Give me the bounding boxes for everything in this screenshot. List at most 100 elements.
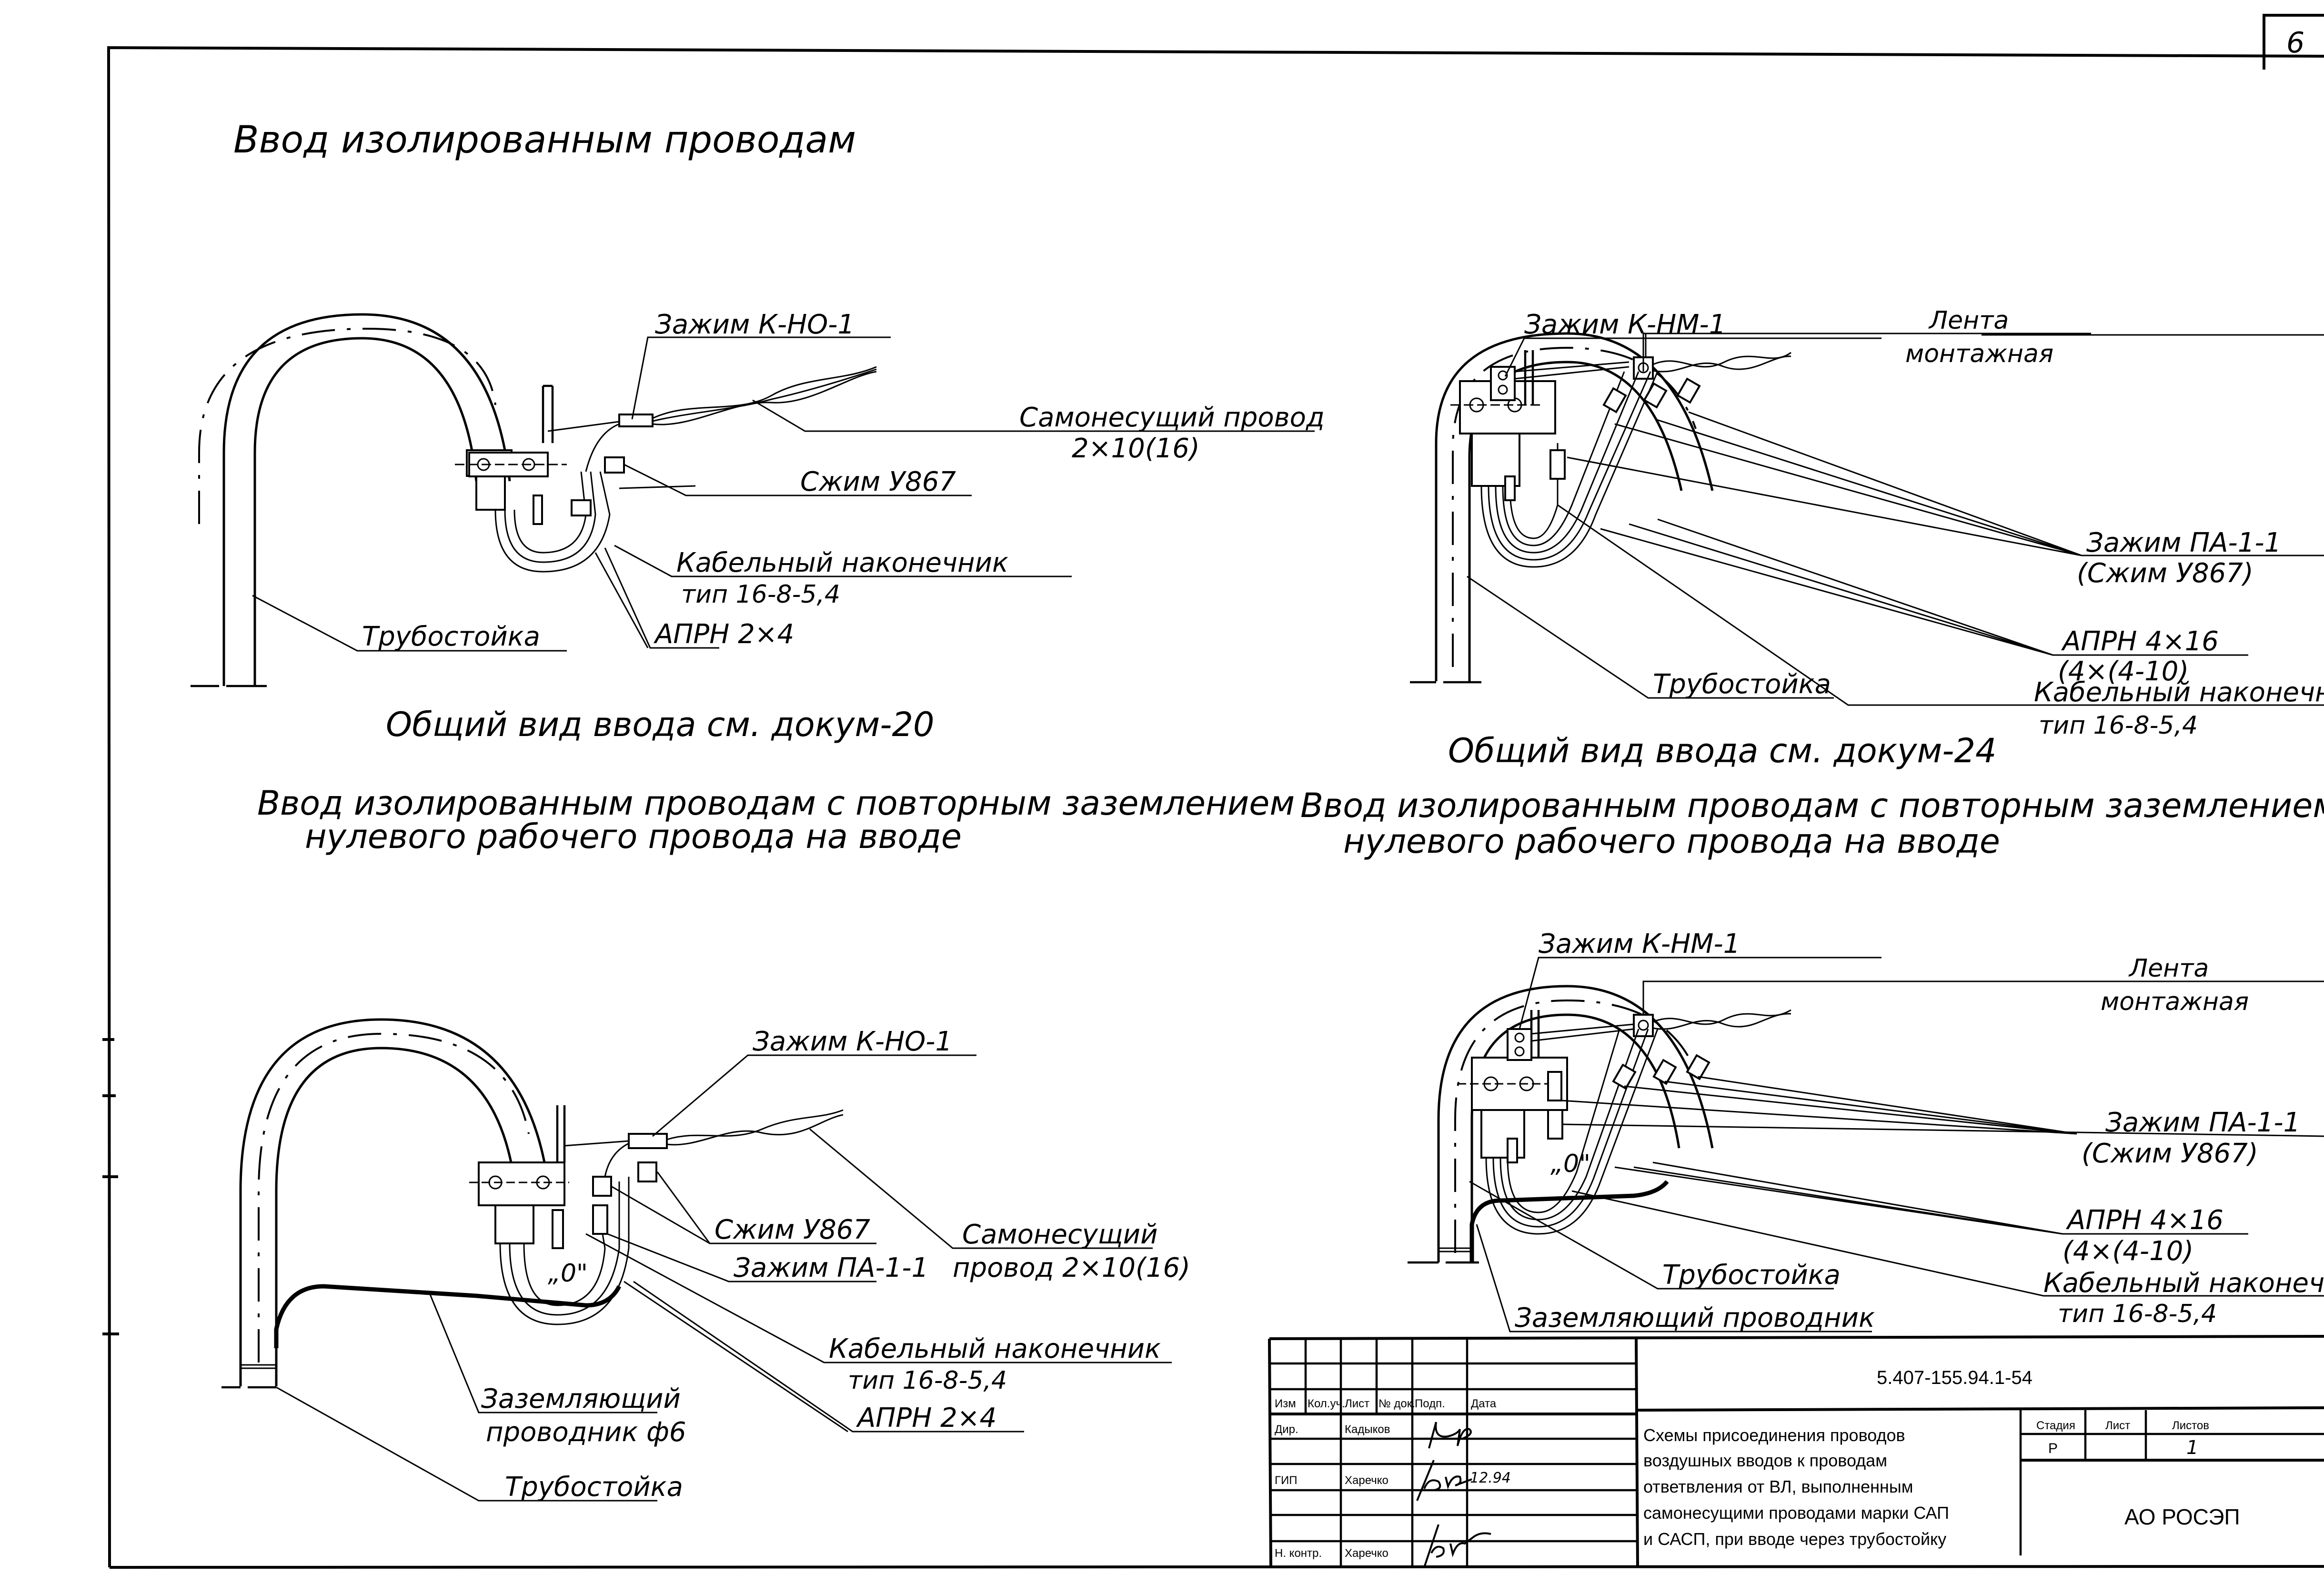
label-cable-lug: Кабельный наконечник — [676, 547, 1008, 578]
signature-chief-engineer — [1416, 1460, 1472, 1501]
label-cable-lug-type: тип 16-8-5,4 — [848, 1366, 1007, 1395]
label-aprn-alt: (4×(4-10) — [2058, 656, 2189, 687]
label-compression: Сжим У867 — [800, 466, 956, 497]
label-self-supporting-wire: Самонесущий — [962, 1219, 1157, 1250]
label-tape-1: Лента — [1928, 306, 2009, 335]
ground-conductor — [274, 1284, 622, 1348]
label-self-supporting-wire-size: провод 2×10(16) — [953, 1252, 1190, 1283]
col-header-date: Дата — [1471, 1397, 1497, 1410]
description-line-4: самонесущими проводами марки САП — [1643, 1503, 1949, 1523]
label-clamp-k: Зажим К-НМ-1 — [1524, 309, 1726, 340]
section-heading-left-line-2: нулевого рабочего провода на вводе — [305, 817, 962, 856]
row-name-director: Кадыков — [1345, 1423, 1390, 1436]
label-cable-lug: Кабельный наконечник — [829, 1333, 1161, 1364]
page-heading: Ввод изолированным проводам — [233, 119, 856, 162]
clamp-pa-1-1 — [592, 1204, 608, 1235]
label-ground-conductor: Заземляющий — [481, 1383, 681, 1414]
label-tape-2: монтажная — [1905, 340, 2053, 368]
caption-top-left: Общий вид ввода см. докум-20 — [386, 705, 935, 744]
diagram-top-right — [1410, 332, 1791, 684]
label-aprn: АПРН 4×16 — [2066, 1205, 2223, 1236]
stage-header: Стадия — [2036, 1419, 2075, 1432]
label-aprn: АПРН 2×4 — [654, 619, 794, 650]
label-clamp-k: Зажим К-НМ-1 — [1539, 929, 1740, 959]
label-clamp-k: Зажим К-НО-1 — [655, 309, 855, 340]
sheet-header: Лист — [2105, 1419, 2130, 1432]
diagram-bottom-left-labels: Зажим К-НО-1 Самонесущий провод 2×10(16)… — [276, 1026, 1190, 1503]
label-cable-lug-type: тип 16-8-5,4 — [2039, 711, 2198, 740]
ground-conductor — [1469, 1180, 1669, 1262]
description-line-3: ответвления от ВЛ, выполненным — [1643, 1477, 1913, 1496]
label-self-supporting-wire: Самонесущий провод — [1019, 402, 1325, 433]
section-heading-right-line-2: нулевого рабочего провода на вводе — [1343, 822, 2000, 861]
row-role-norm-control: Н. контр. — [1275, 1547, 1322, 1560]
diagram-top-left — [191, 313, 877, 687]
label-cable-lug-type: тип 16-8-5,4 — [2058, 1300, 2217, 1328]
title-block — [1268, 1335, 2324, 1567]
section-heading-left-line-1: Ввод изолированным проводам с повторным … — [257, 784, 1295, 823]
compression-clamp — [637, 1161, 657, 1182]
label-pipe-stand: Трубостойка — [1653, 669, 1831, 700]
signature-director — [1428, 1422, 1472, 1449]
diagram-bottom-right-labels: Зажим К-НМ-1 Лента монтажная Зажим ПА-1-… — [1469, 929, 2324, 1333]
corner-mark: 6 — [2286, 26, 2304, 60]
label-aprn-alt: (4×(4-10) — [2062, 1236, 2193, 1267]
label-cable-lug: Кабельный наконечник — [2043, 1268, 2324, 1299]
pipe-stand — [221, 1018, 549, 1389]
stage-value: Р — [2048, 1441, 2058, 1456]
compression-clamp — [604, 456, 625, 474]
row-name-norm-control: Харечко — [1345, 1547, 1388, 1560]
description-line-1: Схемы присоединения проводов — [1643, 1425, 1905, 1445]
diagram-top-left-labels: Зажим К-НО-1 Самонесущий провод 2×10(16)… — [252, 309, 1325, 652]
diagram-top-right-labels: Зажим К-НМ-1 Лента монтажная Зажим ПА-1-… — [1467, 306, 2324, 740]
label-clamp-pa: Зажим ПА-1-1 — [2086, 527, 2281, 558]
row-role-director: Дир. — [1275, 1423, 1298, 1436]
description-line-2: воздушных вводов к проводам — [1643, 1451, 1887, 1470]
sheet-frame — [102, 14, 2324, 1569]
label-tape-2: монтажная — [2101, 988, 2249, 1016]
label-pipe-stand: Трубостойка — [1662, 1260, 1841, 1291]
label-aprn: АПРН 2×4 — [856, 1403, 996, 1433]
label-pipe-stand: Трубостойка — [362, 621, 540, 652]
row-role-chief-engineer: ГИП — [1275, 1474, 1298, 1487]
doc-code: 5.407-155.94.1-54 — [1877, 1367, 2032, 1388]
sheets-value: 1 — [2186, 1437, 2198, 1459]
label-clamp-pa: Зажим ПА-1-1 — [734, 1252, 928, 1283]
mount-bracket — [478, 1161, 565, 1206]
clamp-k-no-1 — [628, 1133, 668, 1149]
label-tape-1: Лента — [2128, 954, 2209, 983]
caption-top-right: Общий вид ввода см. докум-24 — [1448, 731, 1997, 770]
label-compression: Сжим У867 — [714, 1214, 870, 1245]
organization: АО РОСЭП — [2124, 1504, 2240, 1529]
col-header-doc-no: № док. — [1378, 1397, 1415, 1410]
label-self-supporting-wire-size: 2×10(16) — [1072, 433, 1200, 464]
sheets-header: Листов — [2172, 1419, 2209, 1432]
section-heading-right-line-1: Ввод изолированным проводам с повторным … — [1300, 786, 2324, 825]
clamp-k-no-1 — [618, 414, 654, 427]
signatures — [1416, 1422, 1491, 1568]
label-ground-conductor: Заземляющий проводник — [1515, 1302, 1875, 1333]
label-pipe-stand: Трубостойка — [505, 1472, 683, 1503]
zero-mark: „0" — [548, 1259, 588, 1288]
label-clamp-pa-alt: (Сжим У867) — [2082, 1138, 2258, 1169]
description-line-5: и САСП, при вводе через трубостойку — [1643, 1529, 1946, 1549]
diagram-bottom-left — [221, 1018, 844, 1389]
row-date-chief-engineer: 12.94 — [1470, 1470, 1511, 1486]
row-name-chief-engineer: Харечко — [1345, 1474, 1388, 1487]
col-header-sheet: Лист — [1345, 1397, 1369, 1410]
zero-mark: „0" — [1550, 1150, 1590, 1178]
label-cable-lug-type: тип 16-8-5,4 — [681, 580, 840, 609]
col-header-count: Кол.уч. — [1308, 1397, 1345, 1410]
label-cable-lug: Кабельный наконечник — [2034, 677, 2324, 708]
col-header-change: Изм — [1275, 1397, 1296, 1410]
diagram-bottom-right — [1408, 985, 1791, 1264]
pipe-stand — [191, 313, 511, 687]
label-clamp-k: Зажим К-НО-1 — [753, 1026, 952, 1057]
label-clamp-pa: Зажим ПА-1-1 — [2105, 1107, 2300, 1138]
label-ground-conductor-size: проводник ф6 — [486, 1417, 686, 1448]
col-header-signature: Подп. — [1415, 1397, 1445, 1410]
signature-norm-control — [1423, 1524, 1491, 1568]
label-aprn: АПРН 4×16 — [2061, 626, 2219, 657]
label-clamp-pa-alt: (Сжим У867) — [2077, 558, 2254, 589]
